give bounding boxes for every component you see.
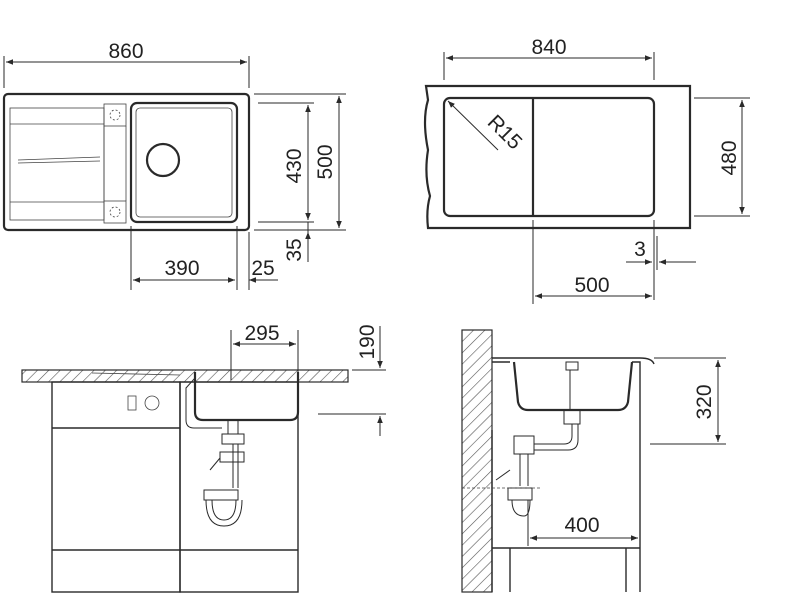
worktop-board xyxy=(423,84,692,230)
wall xyxy=(461,329,493,593)
dim-480: 480 xyxy=(718,140,741,175)
top-view-sink: 860 430 500 35 390 25 xyxy=(2,40,346,290)
drainer-area xyxy=(9,107,105,221)
front-bowl xyxy=(193,372,300,422)
top-view-cutout: R15 840 480 3 500 xyxy=(423,36,750,304)
side-section: 320 400 xyxy=(461,329,726,593)
dim-35: 35 xyxy=(283,238,306,261)
dim-500-vertical: 500 xyxy=(314,144,337,179)
cutout-rect xyxy=(442,96,656,218)
tap-hole-bottom xyxy=(103,200,127,224)
dim-430: 430 xyxy=(283,148,306,183)
dim-500-horizontal: 500 xyxy=(574,274,609,297)
side-worktop xyxy=(492,357,655,365)
dim-390: 390 xyxy=(164,257,199,280)
dim-r15: R15 xyxy=(483,111,527,155)
dim-190: 190 xyxy=(356,324,379,359)
dim-320: 320 xyxy=(693,384,716,419)
drain-hole xyxy=(145,142,181,178)
dim-860: 860 xyxy=(108,40,143,63)
dim-25: 25 xyxy=(251,257,274,280)
front-elevation: 295 190 xyxy=(21,322,386,593)
side-bowl xyxy=(512,361,634,412)
dim-840: 840 xyxy=(531,36,566,59)
dishwasher xyxy=(51,381,181,593)
dim-295: 295 xyxy=(244,322,279,345)
tap-hole-top xyxy=(103,103,127,127)
dim-400: 400 xyxy=(564,514,599,537)
sink-outline xyxy=(2,92,251,232)
main-bowl xyxy=(129,101,239,224)
sink-cabinet xyxy=(179,381,299,593)
dim-3: 3 xyxy=(634,238,646,261)
